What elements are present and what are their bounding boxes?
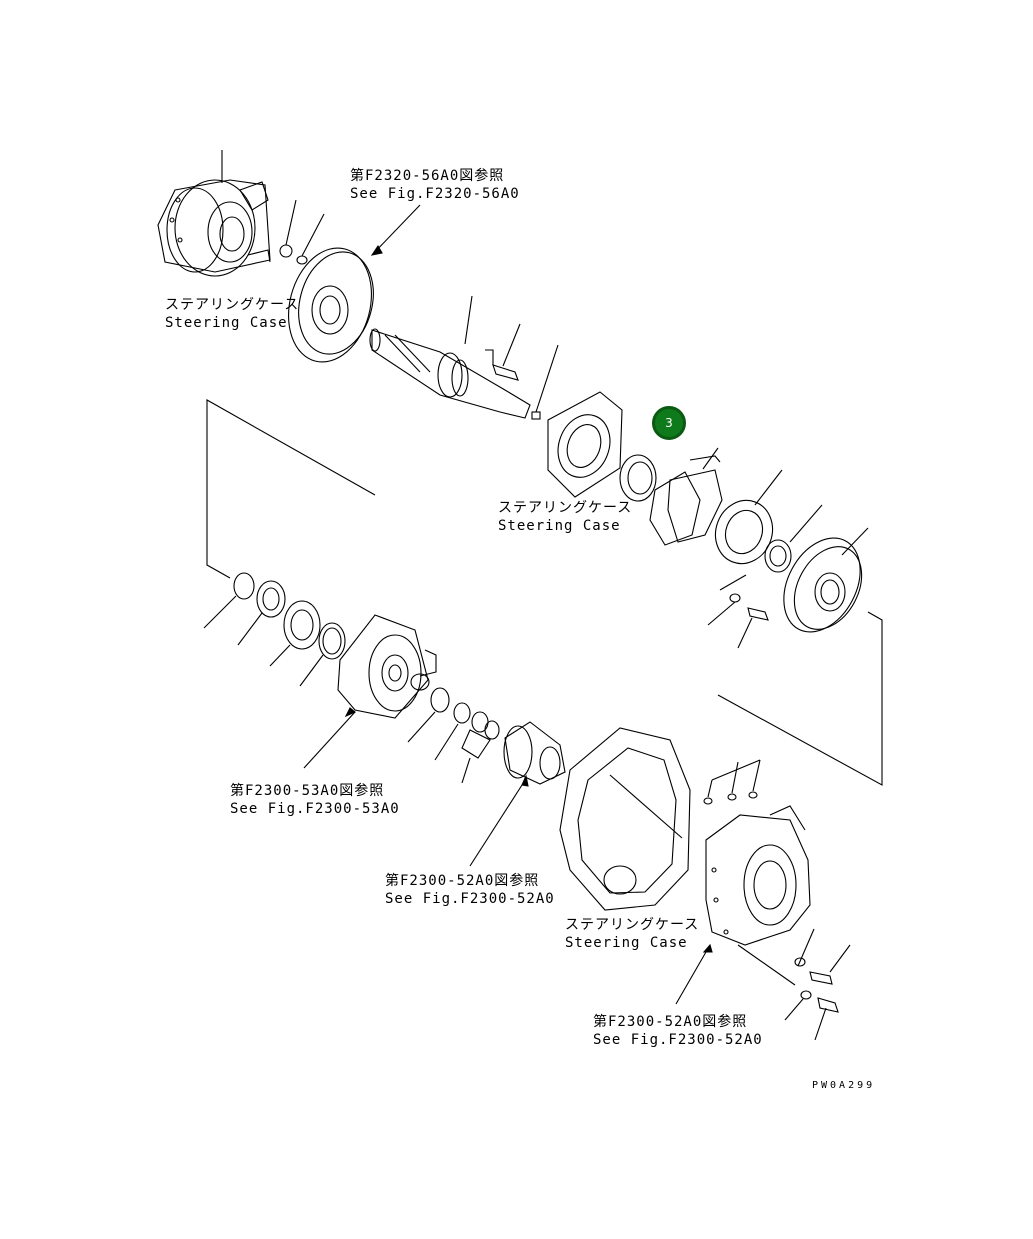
connector-lines bbox=[206, 399, 883, 786]
bearing-cage bbox=[714, 469, 783, 565]
reference-en-label: See Fig.F2300-52A0 bbox=[385, 891, 555, 907]
steering-case-jp-label: ステアリングケース bbox=[165, 297, 300, 313]
snap-ring-left bbox=[203, 572, 255, 629]
bevel-gear-upper bbox=[287, 204, 421, 363]
bearing-ring bbox=[619, 454, 657, 502]
snap-ring-pair-mid bbox=[434, 702, 500, 784]
shim-set bbox=[649, 447, 723, 546]
drawing-code: PW0A299 bbox=[812, 1080, 876, 1091]
reference-en-label: See Fig.F2320-56A0 bbox=[350, 186, 520, 202]
reference-en-label: See Fig.F2300-53A0 bbox=[230, 801, 400, 817]
clutch-housing bbox=[303, 614, 429, 769]
reference-jp-label: 第F2300-53A0図参照 bbox=[230, 783, 385, 799]
steering-case-jp-label: ステアリングケース bbox=[565, 917, 700, 933]
roller-bearing bbox=[269, 600, 321, 667]
washer-bolt-lower-1 bbox=[794, 928, 851, 985]
bolt-small-upper bbox=[485, 323, 521, 381]
hub-spline bbox=[469, 721, 566, 867]
bearing-left bbox=[237, 580, 286, 646]
dowel-pins bbox=[703, 759, 761, 805]
reference-jp-label: 第F2300-52A0図参照 bbox=[385, 873, 540, 889]
race-ring bbox=[299, 622, 346, 687]
nut-and-washer bbox=[279, 199, 325, 265]
steering-case-en-label: Steering Case bbox=[165, 315, 288, 331]
part-callout-marker[interactable]: 3 bbox=[652, 406, 686, 440]
reference-en-label: See Fig.F2300-52A0 bbox=[593, 1032, 763, 1048]
snap-ring-pair-left bbox=[407, 649, 450, 743]
steering-case-lower-right bbox=[675, 805, 811, 1005]
steering-case-jp-label: ステアリングケース bbox=[498, 500, 633, 516]
steering-case-en-label: Steering Case bbox=[498, 518, 621, 534]
steering-case-en-label: Steering Case bbox=[565, 935, 688, 951]
washer-and-bolt-cage bbox=[707, 574, 769, 649]
steering-case-cover-middle bbox=[547, 391, 623, 498]
pinion-shaft bbox=[369, 295, 531, 419]
bevel-gear-right bbox=[783, 527, 869, 633]
reference-jp-label: 第F2320-56A0図参照 bbox=[350, 168, 505, 184]
washer-bolt-lower-2 bbox=[784, 990, 839, 1041]
lock-nut bbox=[764, 504, 823, 573]
nut-small bbox=[531, 344, 559, 420]
steering-case-top-left bbox=[157, 150, 271, 277]
steering-case-ring-lower bbox=[559, 727, 691, 911]
reference-jp-label: 第F2300-52A0図参照 bbox=[593, 1014, 748, 1030]
